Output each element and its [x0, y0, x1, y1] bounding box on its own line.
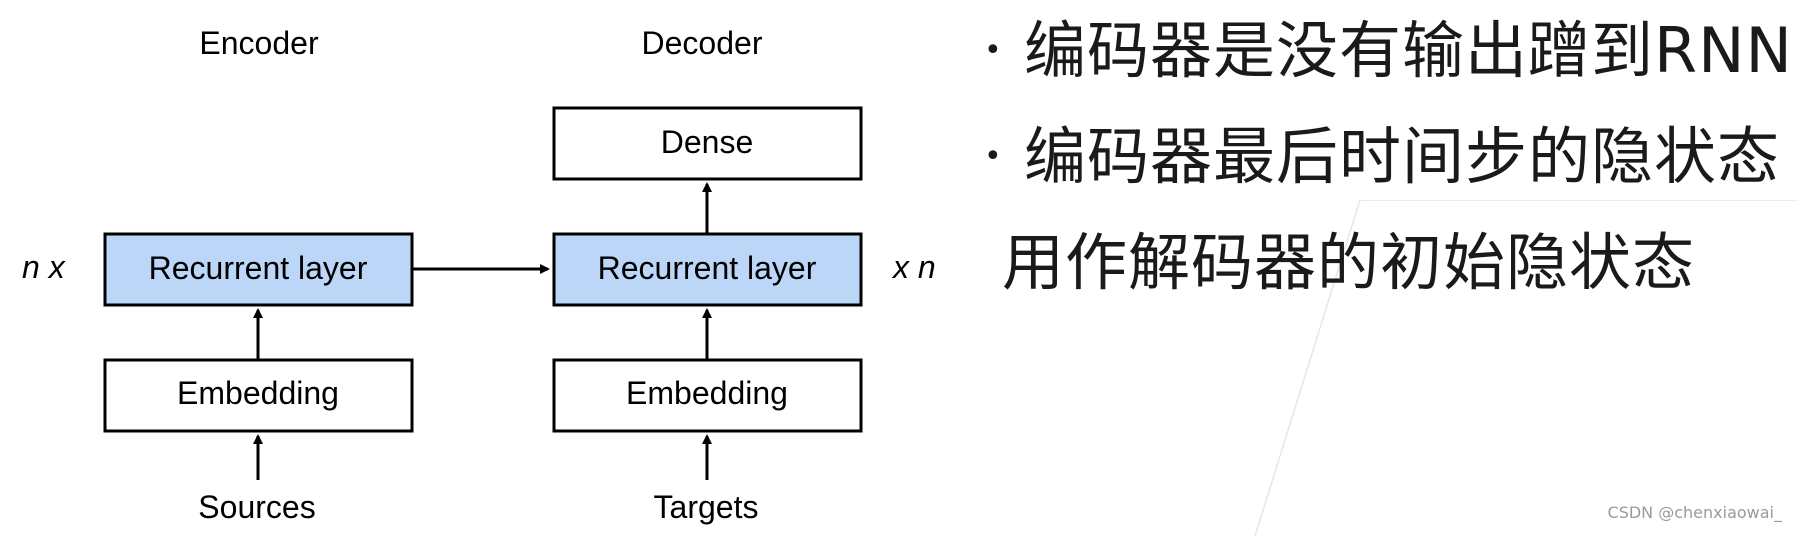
encoder-embedding-box [103, 358, 414, 433]
decorative-line [1254, 200, 1798, 536]
decoder-recurrent-box [552, 232, 863, 307]
encoder-embedding-label: Embedding [177, 375, 339, 411]
encoder-recurrent-label: Recurrent layer [149, 250, 368, 286]
bullet-text: 编码器最后时间步的隐状态 [1024, 120, 1781, 193]
decoder-input-label: Targets [654, 489, 759, 525]
bullet-dot-icon: • [984, 139, 1002, 174]
watermark: CSDN @chenxiaowai_ [1607, 503, 1782, 522]
encoder-heading: Encoder [199, 25, 319, 61]
decoder-embedding-label: Embedding [626, 375, 788, 411]
bullet-item: • 编码器最后时间步的隐状态 用作解码器的初始隐状态 [982, 104, 1798, 316]
decoder-dense-label: Dense [661, 124, 754, 160]
decoder-embedding-box [552, 358, 863, 433]
decoder-repeat-label: x n [891, 249, 936, 285]
decoder-dense-box [552, 106, 863, 181]
decoder-recurrent-label: Recurrent layer [598, 250, 817, 286]
bullet-item: • 编码器是没有输出蹭到RNN [982, 0, 1798, 104]
bullet-dot-icon: • [984, 33, 1002, 68]
encoder-input-label: Sources [198, 489, 315, 525]
encoder-decoder-diagram: Encoder Decoder Dense n x x n Recurrent … [22, 25, 936, 525]
decoder-heading: Decoder [642, 25, 763, 61]
encoder-repeat-label: n x [22, 249, 66, 285]
bullet-continuation: 用作解码器的初始隐状态 [1002, 226, 1696, 299]
encoder-recurrent-box [103, 232, 414, 307]
bullet-list: • 编码器是没有输出蹭到RNN • 编码器最后时间步的隐状态 用作解码器的初始隐… [982, 0, 1798, 316]
bullet-text: 编码器是没有输出蹭到RNN [1024, 14, 1793, 87]
